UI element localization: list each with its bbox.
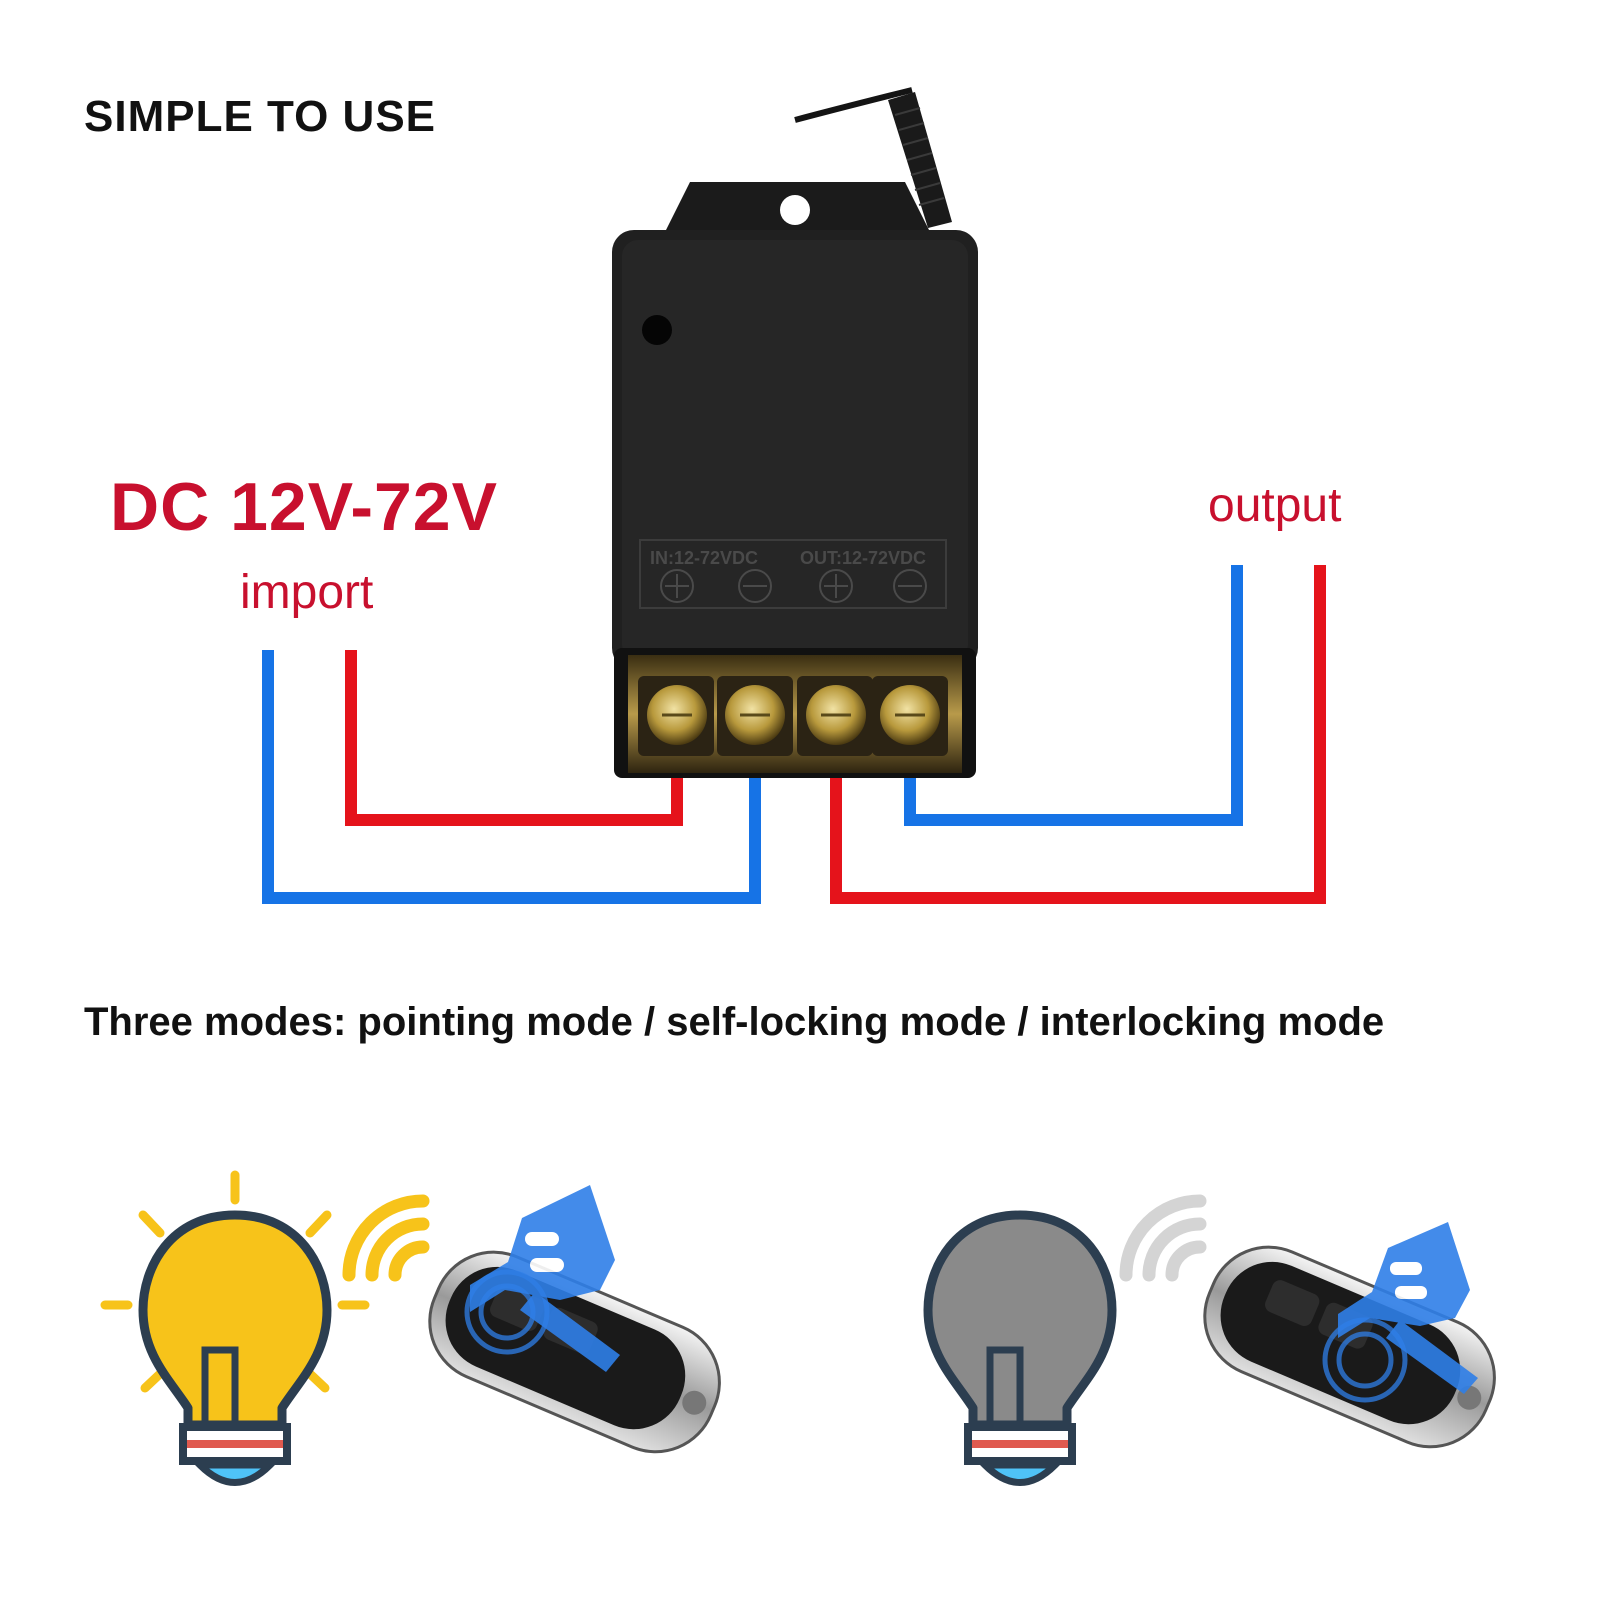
hand-pointer-icon [1338, 1222, 1478, 1394]
antenna-icon [794, 87, 952, 228]
relay-module: IN:12-72VDC OUT:12-72VDC [612, 182, 978, 778]
wireless-signal-icon [342, 1194, 430, 1282]
bulb-off-icon [923, 1210, 1117, 1486]
terminal-screws [638, 676, 948, 756]
output-label: output [1208, 479, 1342, 532]
input-blue-wire [262, 650, 761, 904]
status-led [642, 315, 672, 345]
output-red-wire [830, 565, 1326, 904]
terminal-in-label: IN:12-72VDC [650, 548, 758, 568]
terminal-out-label: OUT:12-72VDC [800, 548, 926, 568]
polarity-marks [660, 569, 927, 603]
mounting-hole [780, 195, 810, 225]
press-ripple [1322, 1317, 1408, 1403]
input-label: import [240, 566, 374, 619]
remote-control-icon [1203, 1245, 1496, 1449]
press-ripple [464, 1269, 550, 1355]
voltage-label: DC 12V-72V [110, 469, 498, 545]
modes-caption: Three modes: pointing mode / self-lockin… [84, 1000, 1385, 1044]
page-title: SIMPLE TO USE [84, 92, 437, 141]
wires [262, 565, 1326, 904]
input-red-wire [345, 650, 683, 826]
output-blue-wire [904, 565, 1243, 826]
wireless-signal-icon [1119, 1194, 1207, 1282]
bulb-on-icon [100, 1170, 370, 1486]
